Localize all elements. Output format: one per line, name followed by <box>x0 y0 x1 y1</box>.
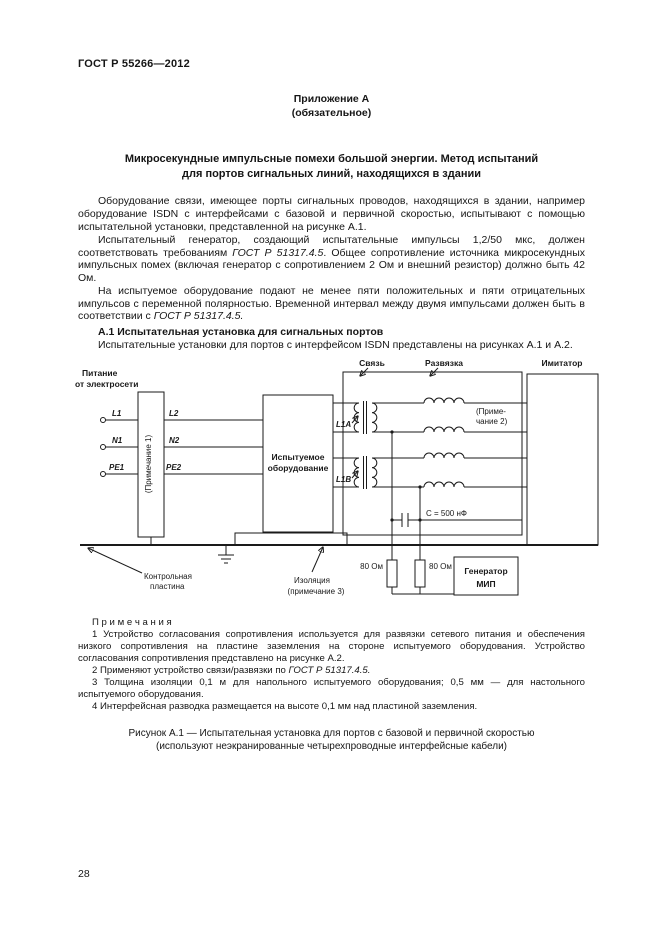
terminal-l1-label: L1 <box>112 409 122 418</box>
eut-label-line2: оборудование <box>268 463 329 473</box>
transformer-l1b-label: L1B <box>336 475 351 484</box>
terminal-pe2-label: PE2 <box>166 463 182 472</box>
resistor-2-label: 80 Ом <box>429 562 452 571</box>
doc-number: ГОСТ Р 55266—2012 <box>78 58 190 70</box>
generator-box <box>453 556 519 596</box>
surge-coupling-network: C = 500 нФ 80 Ом 80 Ом Генератор МИП <box>360 430 522 596</box>
note-1: 1 Устройство согласования сопротивления … <box>78 628 585 665</box>
eut-box: Испытуемое оборудование <box>262 394 334 533</box>
insulation-label-line2: (примечание 3) <box>288 587 345 596</box>
paragraph-3-text-a: На испытуемое оборудование подают не мен… <box>78 284 585 323</box>
resistor-2 <box>414 559 426 588</box>
paragraph-2-text-a: Испытательный генератор, создающий испыт… <box>78 233 585 259</box>
figure-caption-line2: (используют неэкранированные четырехпров… <box>155 741 508 753</box>
power-label-line1: Питание <box>82 368 118 378</box>
section-title-line2: для портов сигнальных линий, находящихся… <box>182 167 481 180</box>
column-labels: Связь Развязка Имитатор <box>359 358 582 376</box>
paragraph-3: На испытуемое оборудование подают не мен… <box>78 285 585 323</box>
paragraph-4: Испытательные установки для портов с инт… <box>98 339 573 352</box>
page-number: 28 <box>78 868 90 880</box>
transformer-l1b: L1B <box>336 455 378 489</box>
generator-label-line2: МИП <box>476 579 495 589</box>
simulator-box <box>526 373 599 546</box>
note2-label-line1: (Приме- <box>476 407 506 416</box>
plate-label-line2: пластина <box>150 582 185 591</box>
note-4: 4 Интерфейсная разводка размещается на в… <box>92 701 478 713</box>
gost-reference-3: ГОСТ Р 51317.4.5. <box>288 665 371 677</box>
generator-label-line1: Генератор <box>464 566 507 576</box>
terminal-pe1-label: PE1 <box>109 463 125 472</box>
appendix-title: Приложение А <box>293 93 370 106</box>
matching-device-label: (Примечание 1) <box>144 434 153 493</box>
notes-block: П р и м е ч а н и я 1 Устройство согласо… <box>78 617 585 714</box>
cdn-box <box>342 371 523 536</box>
insulation-label-line1: Изоляция <box>294 576 330 585</box>
decoupling-inductors: (Приме- чание 2) <box>372 397 527 488</box>
gost-reference-1: ГОСТ Р 51317.4.5 <box>232 246 324 259</box>
figure-caption: Рисунок А.1 — Испытательная установка дл… <box>78 727 585 755</box>
transformer-l1a: L1A <box>336 400 378 434</box>
note2-label-line2: чание 2) <box>476 417 508 426</box>
terminal-n1-label: N1 <box>112 436 123 445</box>
matching-device-box: (Примечание 1) <box>137 391 165 544</box>
terminal-n1-icon <box>100 443 106 450</box>
eut-label-line1: Испытуемое <box>272 452 325 462</box>
section-title-line1: Микросекундные импульсные помехи большой… <box>124 153 539 166</box>
eut-supply-wires: L2 N2 PE2 <box>164 409 263 475</box>
gost-reference-2: ГОСТ Р 51317.4.5. <box>153 310 244 323</box>
note-2: 2 Применяют устройство связи/развязки по… <box>78 665 585 677</box>
note-3: 3 Толщина изоляции 0,1 м для напольного … <box>78 677 585 701</box>
terminal-n2-label: N2 <box>169 436 180 445</box>
terminal-l2-label: L2 <box>169 409 179 418</box>
figure-caption-line1: Рисунок А.1 — Испытательная установка дл… <box>128 727 535 739</box>
transformer-l1a-label: L1A <box>336 420 351 429</box>
terminal-l1-icon <box>100 416 106 423</box>
appendix-subtitle: (обязательное) <box>291 106 372 119</box>
plate-label-line1: Контрольная <box>144 572 192 581</box>
simulator-label: Имитатор <box>542 358 583 368</box>
paragraph-2-text-b: . Общее сопротивление источника микросек… <box>78 246 586 285</box>
resistor-1-label: 80 Ом <box>360 562 383 571</box>
notes-heading: П р и м е ч а н и я <box>92 616 172 628</box>
resistor-1 <box>386 559 398 588</box>
decoupling-column-label: Развязка <box>425 358 463 368</box>
appendix-block: Приложение А (обязательное) <box>78 93 585 120</box>
test-setup-schematic: Связь Развязка Имитатор Питание от элект… <box>75 358 599 596</box>
section-title: Микросекундные импульсные помехи большой… <box>78 152 585 181</box>
mains-input: Питание от электросети L1 N1 PE1 <box>75 368 138 477</box>
figure-a1-diagram: Связь Развязка Имитатор Питание от элект… <box>72 357 599 615</box>
terminal-pe1-icon <box>100 470 106 477</box>
capacitor-label: C = 500 нФ <box>426 509 467 518</box>
interface-wires <box>333 402 359 488</box>
page-content: ГОСТ Р 55266—2012 Приложение А (обязател… <box>75 58 599 755</box>
subsection-heading: А.1 Испытательная установка для сигнальн… <box>98 326 384 339</box>
paragraph-1: Оборудование связи, имеющее порты сигнал… <box>78 195 585 233</box>
ground-plane: Контрольная пластина Изоляция (примечани… <box>80 532 598 596</box>
insulation-pedestal <box>234 532 348 546</box>
paragraph-2: Испытательный генератор, создающий испыт… <box>78 234 585 285</box>
note-2-text: 2 Применяют устройство связи/развязки по <box>92 665 289 677</box>
power-label-line2: от электросети <box>75 379 138 389</box>
coupling-column-label: Связь <box>359 358 385 368</box>
